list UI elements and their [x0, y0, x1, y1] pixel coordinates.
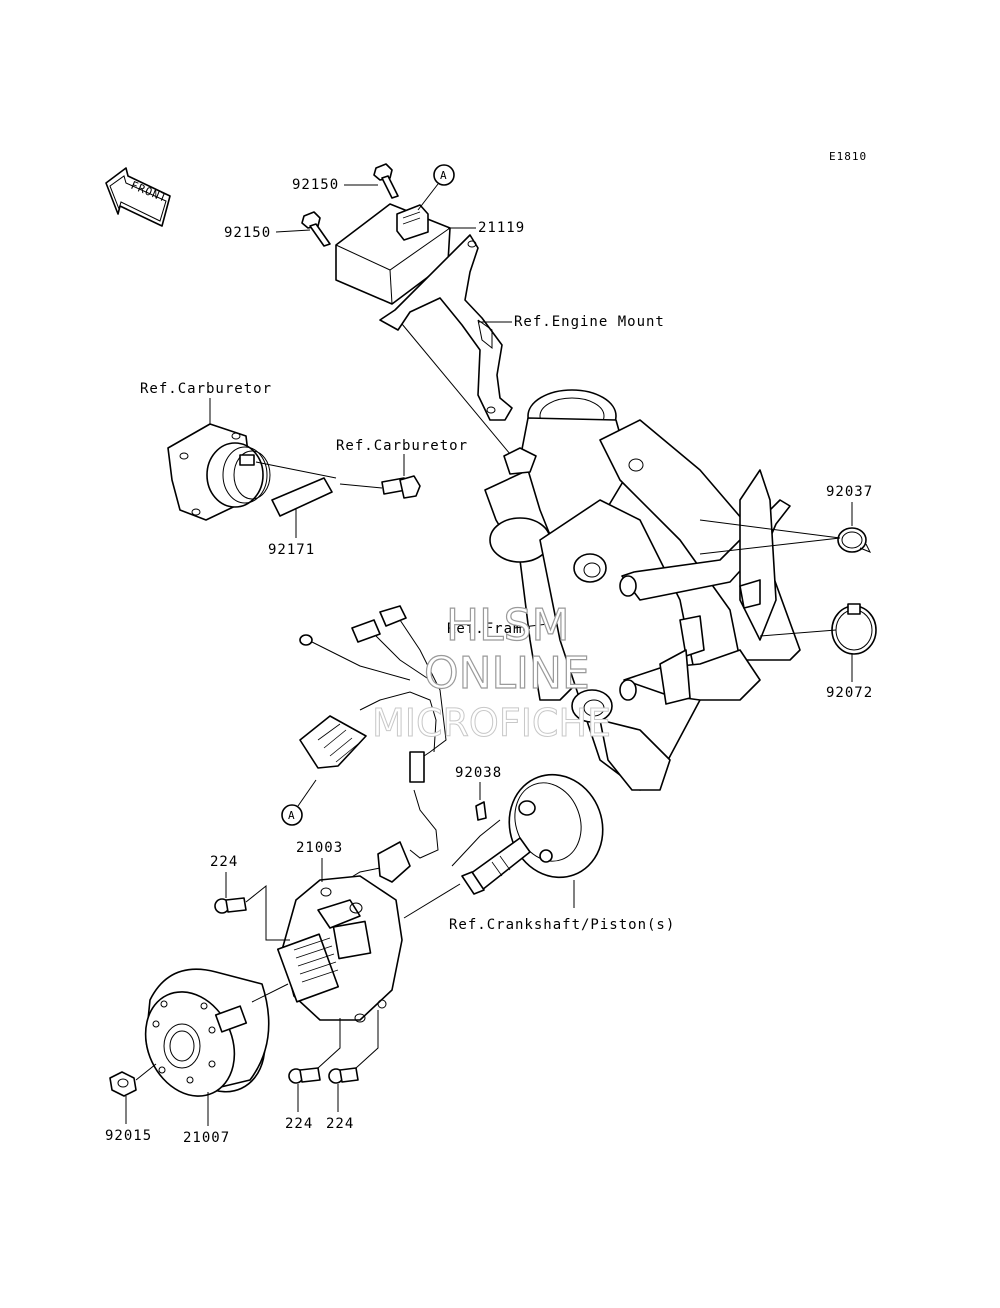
connector-marker-a-top: A	[417, 164, 455, 211]
label-ref-carburetor-2: Ref.Carburetor	[336, 438, 468, 454]
label-92150-lower: 92150	[224, 225, 271, 241]
carburetor-holder	[167, 423, 271, 521]
label-21119: 21119	[478, 220, 525, 236]
front-arrow-icon: FRONT	[105, 167, 171, 227]
svg-text:A: A	[440, 169, 448, 182]
carburetor-bolt	[381, 475, 421, 499]
label-224-bottom-1: 224	[285, 1116, 313, 1132]
label-92171: 92171	[268, 542, 315, 558]
label-ref-crankshaft: Ref.Crankshaft/Piston(s)	[449, 917, 675, 933]
connector-marker-a-bottom: A	[281, 779, 317, 826]
watermark-line-2: ONLINE	[424, 648, 590, 699]
screw-224-bottom-2	[328, 1067, 359, 1084]
band-92072	[831, 603, 877, 655]
diagram-code: E1810	[829, 150, 867, 163]
frame	[484, 389, 801, 791]
screw-224-bottom-1	[288, 1067, 321, 1084]
label-92072: 92072	[826, 685, 873, 701]
bolt-92150-lower	[301, 211, 331, 247]
crankshaft	[461, 773, 604, 895]
label-ref-carburetor-1: Ref.Carburetor	[140, 381, 272, 397]
label-224-top: 224	[210, 854, 238, 870]
cdi-unit	[335, 203, 513, 421]
stator-21003	[276, 875, 403, 1023]
nut-92015	[109, 1071, 137, 1097]
clip-92037	[837, 527, 872, 553]
label-ref-engine-mount: Ref.Engine Mount	[514, 314, 665, 330]
label-21003: 21003	[296, 840, 343, 856]
woodruff-key-92038	[475, 801, 487, 821]
label-ref-frame: Ref.Frame	[447, 621, 532, 637]
label-92150-upper: 92150	[292, 177, 339, 193]
svg-text:A: A	[288, 809, 296, 822]
watermark: HLSM ONLINE MICROFICHE	[372, 599, 612, 745]
watermark-line-1: HLSM	[446, 600, 570, 651]
label-224-bottom-2: 224	[326, 1116, 354, 1132]
watermark-line-3: MICROFICHE	[372, 701, 611, 745]
label-92037: 92037	[826, 484, 873, 500]
label-92015: 92015	[105, 1128, 152, 1144]
label-21007: 21007	[183, 1130, 230, 1146]
band-92171	[271, 477, 333, 517]
label-92038: 92038	[455, 765, 502, 781]
screw-224-top	[214, 897, 247, 914]
flywheel-21007	[144, 968, 270, 1097]
bolt-92150-upper	[373, 163, 399, 199]
nut-92015-hole	[117, 1078, 129, 1088]
wiring-harness	[299, 605, 447, 885]
